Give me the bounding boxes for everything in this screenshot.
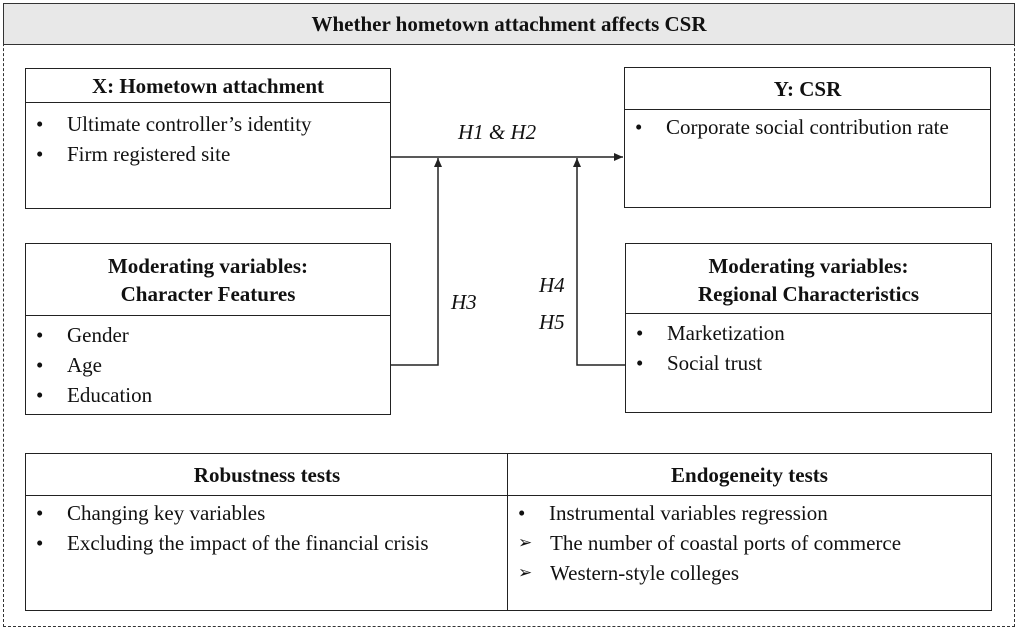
h4-h5-moderation-arrow xyxy=(573,158,626,366)
hypothesis-h1-h2-label: H1 & H2 xyxy=(458,120,537,144)
robustness-list: •Changing key variables •Excluding the i… xyxy=(26,496,508,558)
list-item: ➢The number of coastal ports of commerce xyxy=(518,528,991,558)
y-box-list: •Corporate social contribution rate xyxy=(625,110,990,142)
arrowhead-bullet-icon: ➢ xyxy=(518,533,533,552)
mod-char-header: Moderating variables: Character Features xyxy=(26,244,390,316)
hypothesis-h5-label: H5 xyxy=(539,310,565,334)
list-item: •Firm registered site xyxy=(36,142,231,166)
list-item: •Ultimate controller’s identity xyxy=(36,112,312,136)
list-item: •Excluding the impact of the financial c… xyxy=(36,531,429,555)
robustness-header: Robustness tests xyxy=(26,454,508,496)
x-box-header: X: Hometown attachment xyxy=(26,69,390,103)
list-item: •Instrumental variables regression xyxy=(518,501,828,525)
list-item: ➢Western-style colleges xyxy=(518,558,991,588)
hypothesis-h4-label: H4 xyxy=(539,273,565,297)
h3-moderation-arrow xyxy=(391,158,442,366)
diagram-title: Whether hometown attachment affects CSR xyxy=(3,3,1015,45)
hypothesis-h3-label: H3 xyxy=(451,290,477,314)
moderating-regional-characteristics-box: Moderating variables: Regional Character… xyxy=(625,243,992,413)
y-box-header: Y: CSR xyxy=(625,68,990,110)
x-hometown-attachment-box: X: Hometown attachment •Ultimate control… xyxy=(25,68,391,209)
moderating-character-features-box: Moderating variables: Character Features… xyxy=(25,243,391,415)
endogeneity-list: •Instrumental variables regression ➢The … xyxy=(508,496,991,588)
list-item: •Changing key variables xyxy=(36,501,266,525)
list-item: •Corporate social contribution rate xyxy=(635,115,949,139)
list-item: •Marketization xyxy=(636,321,785,345)
list-item: •Gender xyxy=(36,323,129,347)
mod-region-list: •Marketization •Social trust xyxy=(626,314,991,378)
mod-char-list: •Gender •Age •Education xyxy=(26,316,390,410)
list-item: •Age xyxy=(36,353,102,377)
robustness-tests-box: Robustness tests •Changing key variables… xyxy=(25,453,509,611)
y-csr-box: Y: CSR •Corporate social contribution ra… xyxy=(624,67,991,208)
list-item: •Social trust xyxy=(636,351,763,375)
mod-region-header: Moderating variables: Regional Character… xyxy=(626,244,991,314)
x-box-list: •Ultimate controller’s identity •Firm re… xyxy=(26,103,390,169)
endogeneity-header: Endogeneity tests xyxy=(508,454,991,496)
endogeneity-tests-box: Endogeneity tests •Instrumental variable… xyxy=(507,453,992,611)
arrowhead-bullet-icon: ➢ xyxy=(518,563,533,582)
list-item: •Education xyxy=(36,383,153,407)
